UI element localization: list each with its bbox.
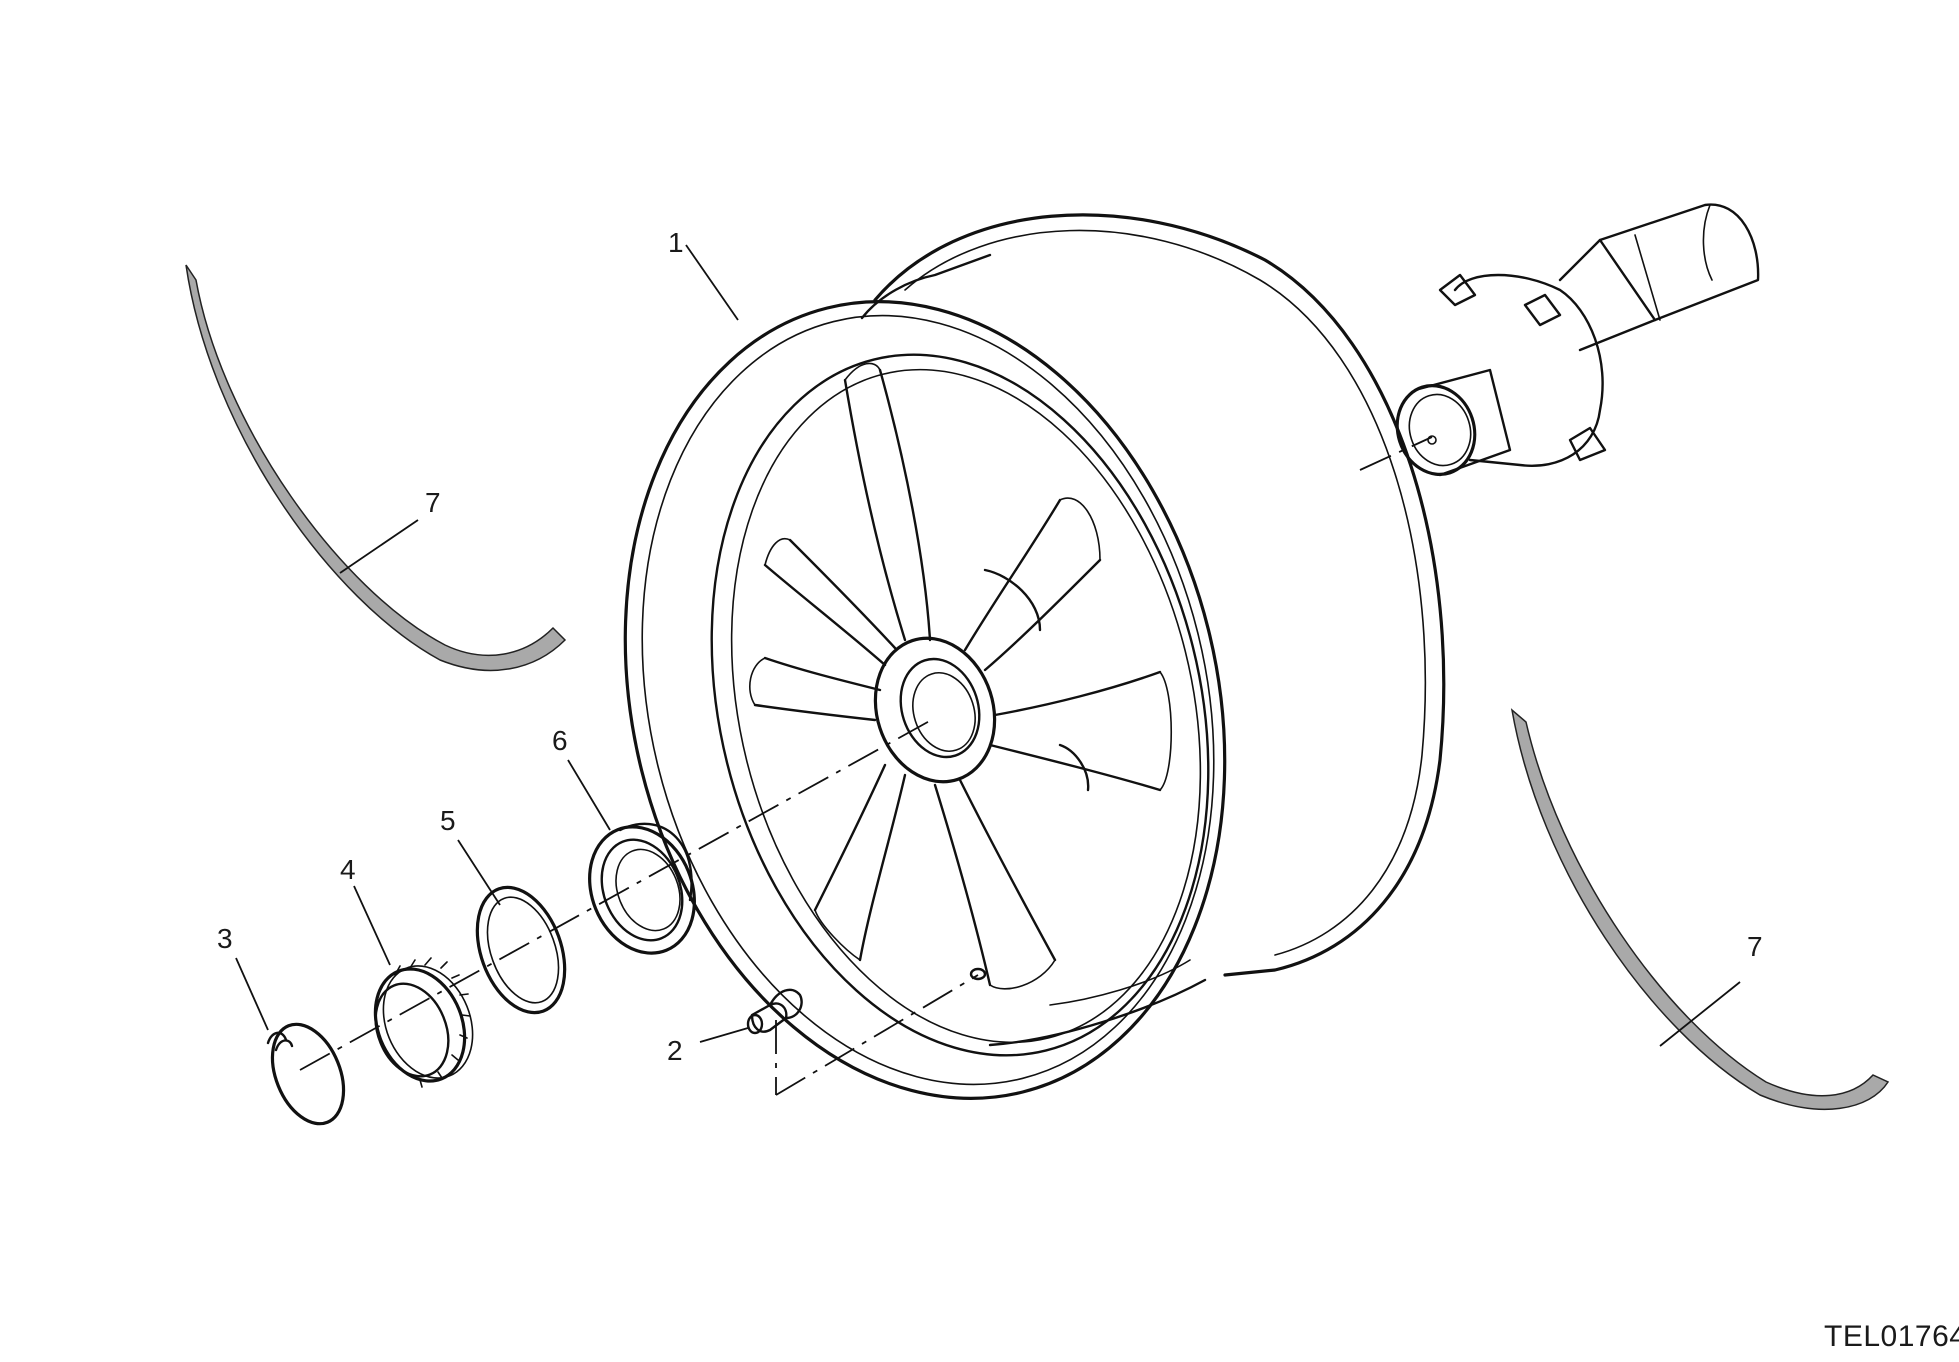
ring-nut: [373, 957, 474, 1088]
rear-wheel-rim: [623, 213, 1446, 1100]
drawing-reference-code: TEL01764: [1824, 1320, 1959, 1353]
assembly-axis: [299, 717, 936, 1071]
callout-2: 2: [667, 1035, 683, 1066]
leader-2: [699, 1027, 749, 1043]
callout-7-left: 7: [425, 487, 441, 518]
leader-4: [353, 885, 391, 966]
callout-7-right: 7: [1747, 931, 1763, 962]
callout-1: 1: [668, 227, 684, 258]
leader-5: [457, 839, 501, 906]
tire-valve: [746, 988, 803, 1035]
valve-axis: [775, 974, 979, 1096]
wheel-axle-flange: [1395, 203, 1760, 477]
circlip: [266, 1022, 346, 1126]
spacer-washer: [475, 885, 567, 1015]
leader-7-right: [1659, 981, 1741, 1047]
rim-strip-left: [185, 264, 567, 672]
leader-6: [567, 759, 611, 831]
axle-axis: [1359, 436, 1433, 471]
callout-3: 3: [217, 923, 233, 954]
oil-seal: [588, 822, 696, 955]
leader-7-left: [339, 519, 419, 574]
leader-1: [685, 244, 739, 321]
callout-4: 4: [340, 854, 356, 885]
rim-strip-right: [1510, 708, 1890, 1111]
callout-5: 5: [440, 805, 456, 836]
callout-6: 6: [552, 725, 568, 756]
leader-3: [235, 957, 269, 1031]
